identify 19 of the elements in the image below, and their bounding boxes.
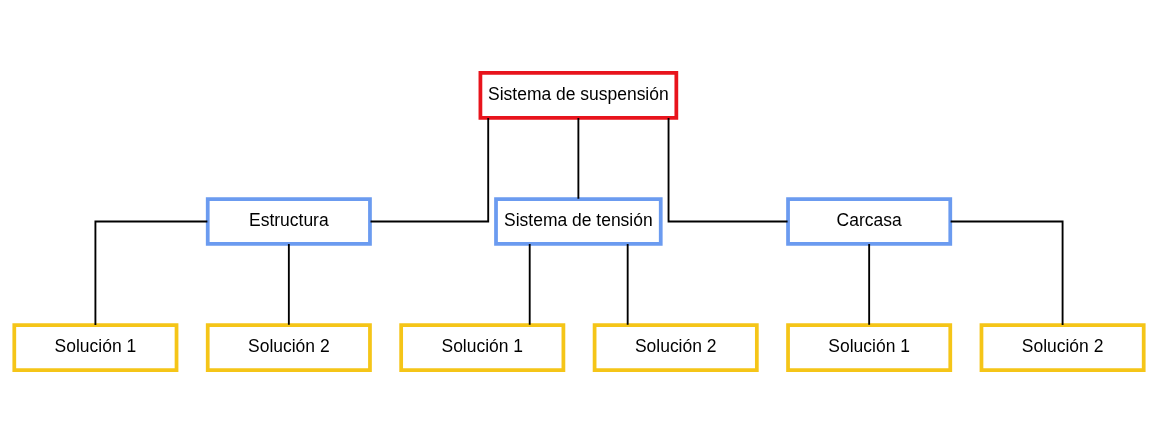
connector <box>287 242 290 326</box>
connector <box>868 242 871 326</box>
connector <box>528 242 531 326</box>
node-box: Estructura <box>205 196 372 246</box>
connector <box>94 220 209 326</box>
connector <box>626 242 629 326</box>
connector <box>369 116 490 222</box>
node-box: Carcasa <box>786 196 953 246</box>
node-box: Solución 1 <box>12 322 179 372</box>
node-box: Sistema de tensión <box>494 196 663 246</box>
node-box: Solución 1 <box>786 322 953 372</box>
connector <box>667 116 789 222</box>
node-box: Solución 2 <box>979 322 1146 372</box>
node-box: Solución 2 <box>205 322 372 372</box>
node-box: Sistema de suspensión <box>478 70 679 120</box>
node-box: Solución 1 <box>399 322 566 372</box>
connector <box>577 116 580 200</box>
node-box: Solución 2 <box>592 322 759 372</box>
connector <box>949 220 1064 326</box>
